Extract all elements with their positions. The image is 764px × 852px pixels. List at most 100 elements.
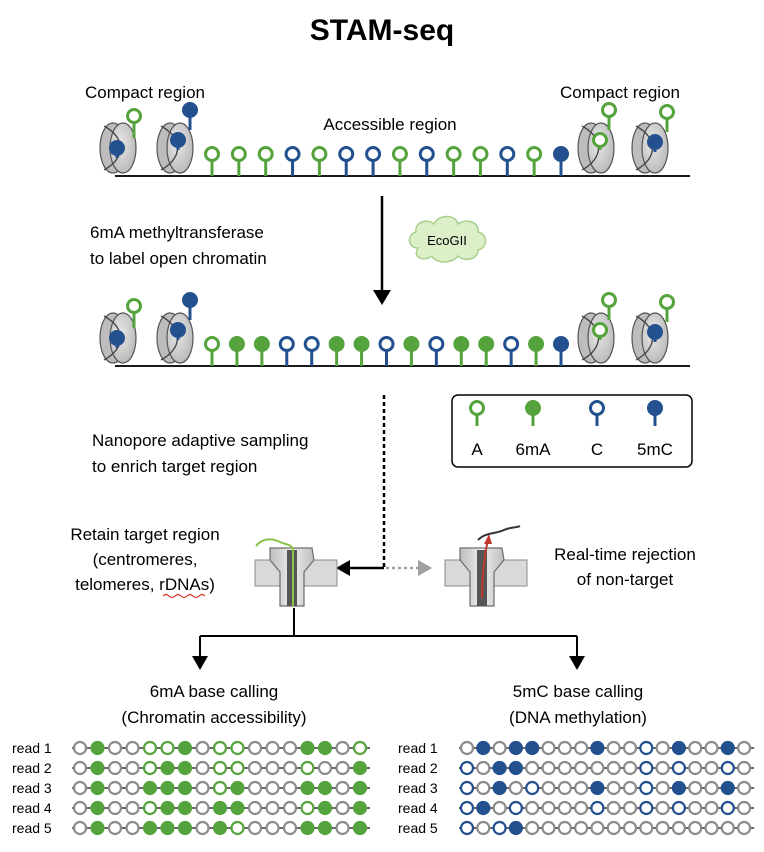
- legend-label-A: A: [471, 440, 483, 459]
- read-row: read 5: [12, 820, 370, 836]
- read-site-n: [107, 760, 123, 776]
- read-site-6mA: [317, 740, 333, 756]
- lollipop-head: [418, 146, 435, 162]
- lollipop-C: [365, 146, 382, 176]
- lollipop-A: [601, 292, 617, 320]
- read-site-n: [525, 760, 540, 776]
- read-site-6mA: [300, 780, 315, 796]
- lollipop-6mA: [403, 336, 420, 366]
- lollipop-A: [311, 146, 328, 176]
- read-site-n: [492, 800, 507, 816]
- read-site-n: [265, 780, 280, 796]
- 6ma-calling-title: 6mA base calling: [150, 682, 279, 701]
- arrow-retain-head: [336, 560, 350, 576]
- read-site-n: [590, 760, 605, 776]
- lollipop-head: [428, 336, 445, 352]
- branch-right-head: [569, 656, 585, 670]
- read-site-5mC: [492, 760, 507, 776]
- read-site-n: [125, 780, 140, 796]
- read-site-5mC: [492, 780, 507, 796]
- lollipop-A: [592, 322, 608, 340]
- read-site-n: [265, 740, 280, 756]
- nucleosome-2: [156, 122, 194, 174]
- read-site-A: [142, 800, 158, 816]
- rejected-dna-strand: [477, 525, 521, 541]
- read-site-n: [622, 760, 638, 776]
- read-site-6mA: [317, 780, 333, 796]
- read-site-C: [459, 760, 475, 776]
- read-site-n: [476, 760, 491, 776]
- read-site-C: [671, 760, 687, 776]
- read-site-n: [282, 760, 298, 776]
- read-site-n: [590, 820, 605, 836]
- lollipop-A: [126, 108, 142, 138]
- lollipop-head: [170, 322, 186, 338]
- lollipop-head: [204, 336, 220, 352]
- compact-region-left-label: Compact region: [85, 83, 205, 102]
- histone-front: [166, 122, 194, 174]
- lollipop-head: [365, 146, 382, 162]
- read-site-n: [125, 740, 140, 756]
- read-site-n: [704, 800, 719, 816]
- read-site-n: [195, 820, 210, 836]
- read-site-n: [655, 760, 670, 776]
- read-site-6mA: [317, 800, 333, 816]
- read-site-5mC: [476, 740, 491, 756]
- retain-label-line2: (centromeres,: [93, 550, 198, 569]
- lollipop-head: [182, 292, 198, 308]
- lollipop-head: [126, 108, 142, 124]
- read-site-n: [72, 780, 88, 796]
- read-site-6mA: [352, 820, 368, 836]
- read-site-n: [557, 800, 572, 816]
- read-site-5mC: [590, 740, 605, 756]
- lollipop-5mC: [109, 140, 125, 158]
- read-site-A: [300, 800, 315, 816]
- read-site-6mA: [177, 800, 193, 816]
- lollipop-6mA: [228, 336, 245, 366]
- read-site-n: [476, 780, 491, 796]
- nanopore-retain: [254, 538, 338, 607]
- read-site-C: [639, 760, 654, 776]
- nucleosome-2: [156, 312, 194, 364]
- read-site-6mA: [142, 820, 158, 836]
- lollipop-C: [499, 146, 516, 176]
- read-site-n: [195, 780, 210, 796]
- read-site-C: [639, 780, 654, 796]
- read-site-n: [688, 800, 703, 816]
- read-site-n: [688, 760, 703, 776]
- read-site-n: [557, 820, 572, 836]
- read-site-6mA: [160, 820, 175, 836]
- read-site-6mA: [177, 820, 193, 836]
- lollipop-5mC: [170, 322, 186, 340]
- read-site-n: [541, 740, 556, 756]
- read-site-n: [736, 820, 752, 836]
- read-site-n: [541, 820, 556, 836]
- read-site-n: [622, 740, 638, 756]
- read-site-n: [704, 820, 719, 836]
- read-site-6mA: [300, 740, 315, 756]
- read-site-n: [557, 780, 572, 796]
- lollipop-head: [109, 140, 125, 156]
- read-site-n: [736, 760, 752, 776]
- read-site-6mA: [90, 740, 105, 756]
- read-site-n: [557, 740, 572, 756]
- read-label: read 5: [398, 820, 438, 836]
- read-site-6mA: [160, 800, 175, 816]
- lollipop-head: [472, 146, 489, 162]
- read-site-5mC: [508, 760, 524, 776]
- ejection-arrowhead: [484, 534, 492, 544]
- lollipop-head: [525, 400, 541, 416]
- lollipop-6mA: [353, 336, 370, 366]
- read-site-5mC: [476, 800, 491, 816]
- read-site-C: [671, 800, 687, 816]
- ecogii-enzyme-cloud: EcoGII: [408, 215, 487, 263]
- lollipop-head: [553, 146, 569, 162]
- read-site-6mA: [90, 780, 105, 796]
- read-site-A: [230, 760, 245, 776]
- lollipop-head: [253, 336, 270, 352]
- read-site-6mA: [352, 780, 368, 796]
- accessible-track-after: [204, 336, 569, 366]
- read-site-n: [247, 800, 263, 816]
